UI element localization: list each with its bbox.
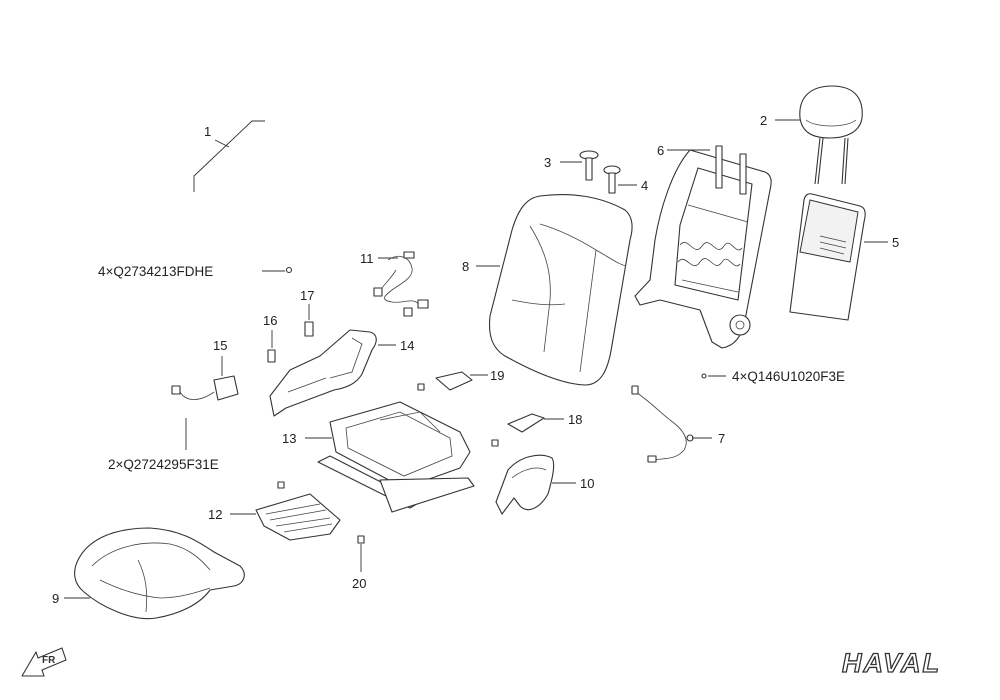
part-11-wire-harness[interactable] <box>373 251 429 317</box>
part-18-bracket[interactable] <box>507 413 564 433</box>
part-4-bolt[interactable] <box>603 165 637 194</box>
callout-5: 5 <box>892 235 899 250</box>
part-17-clip[interactable] <box>304 304 314 337</box>
part-8-backrest-cover[interactable] <box>476 194 633 386</box>
direction-label: FR <box>42 655 56 666</box>
callout-6: 6 <box>657 143 664 158</box>
part-16-clip[interactable] <box>267 330 276 363</box>
fastener-leaders <box>185 270 726 450</box>
callout-9: 9 <box>52 591 59 606</box>
part-13-seat-frame[interactable] <box>305 401 475 513</box>
callout-3: 3 <box>544 155 551 170</box>
callout-labels: 1 2 3 4 5 6 7 8 9 10 11 12 13 14 15 16 1… <box>52 113 899 606</box>
part-15-switch[interactable] <box>171 356 239 401</box>
callout-1: 1 <box>204 124 211 139</box>
part-2-headrest[interactable] <box>775 85 863 185</box>
part-6-backrest-frame[interactable] <box>634 145 772 349</box>
callout-15: 15 <box>213 338 227 353</box>
callout-10: 10 <box>580 476 594 491</box>
callout-20: 20 <box>352 576 366 591</box>
part-9-cushion-cover[interactable] <box>64 527 245 620</box>
callout-2: 2 <box>760 113 767 128</box>
callout-11: 11 <box>360 251 374 266</box>
callout-7: 7 <box>718 431 725 446</box>
part-10-trim-cover[interactable] <box>495 454 576 515</box>
fastener-pn-2: 4×Q146U1020F3E <box>732 369 845 384</box>
part-14-side-shield[interactable] <box>269 329 396 417</box>
part-19-bracket[interactable] <box>435 371 488 391</box>
brand-logo: HAVAL <box>841 647 941 678</box>
fastener-part-numbers: 4×Q2734213FDHE 4×Q146U1020F3E 2×Q2724295… <box>98 264 845 472</box>
callout-13: 13 <box>282 431 296 446</box>
callout-19: 19 <box>490 368 504 383</box>
brand-logo-text: HAVAL <box>842 648 941 678</box>
callout-8: 8 <box>462 259 469 274</box>
callout-16: 16 <box>263 313 277 328</box>
part-5-rear-panel[interactable] <box>789 193 888 321</box>
part-7-wire[interactable] <box>631 385 712 463</box>
callout-4: 4 <box>641 178 648 193</box>
front-direction-indicator: FR <box>21 647 67 677</box>
fastener-pn-1: 4×Q2734213FDHE <box>98 264 213 279</box>
callout-14: 14 <box>400 338 414 353</box>
part-12-cushion-frame[interactable] <box>230 493 341 541</box>
callout-12: 12 <box>208 507 222 522</box>
callout-17: 17 <box>300 288 314 303</box>
part-3-bolt[interactable] <box>560 150 599 181</box>
fastener-screws <box>277 266 707 544</box>
part-1-leader <box>193 120 265 192</box>
fastener-pn-3: 2×Q2724295F31E <box>108 457 219 472</box>
arrow-icon <box>21 647 67 677</box>
callout-18: 18 <box>568 412 582 427</box>
